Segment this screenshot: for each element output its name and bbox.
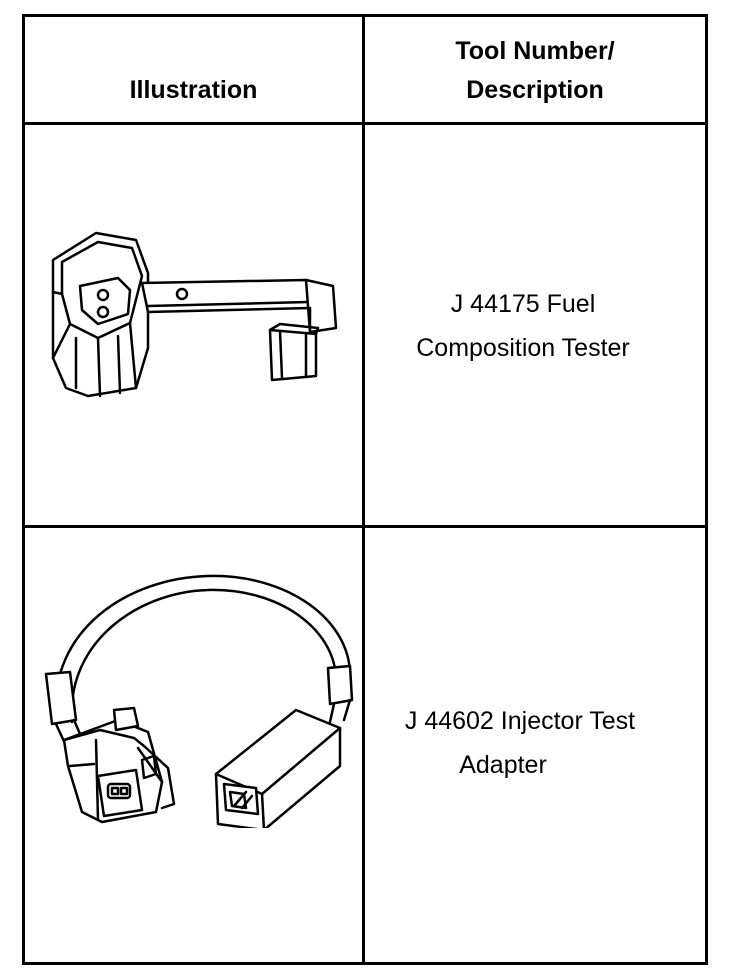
row1-description-line1: J 44175 Fuel [450,290,596,318]
header-illustration: Illustration [129,76,258,104]
table-border-right [705,14,708,965]
table-border-left [22,14,25,965]
fuel-composition-tester-icon [48,228,348,403]
row-divider [22,525,708,528]
column-divider [362,14,365,965]
injector-test-adapter-icon [38,570,360,828]
row1-description-line2: Composition Tester [416,334,630,362]
header-divider [22,122,708,125]
table-border-top [22,14,708,17]
row2-description-line1: J 44602 Injector Test [404,707,636,735]
row2-description-line2: Adapter [459,751,547,779]
header-tool-number-line2: Description [466,76,604,104]
header-tool-number-line1: Tool Number/ [455,37,615,65]
table-border-bottom [22,962,708,965]
